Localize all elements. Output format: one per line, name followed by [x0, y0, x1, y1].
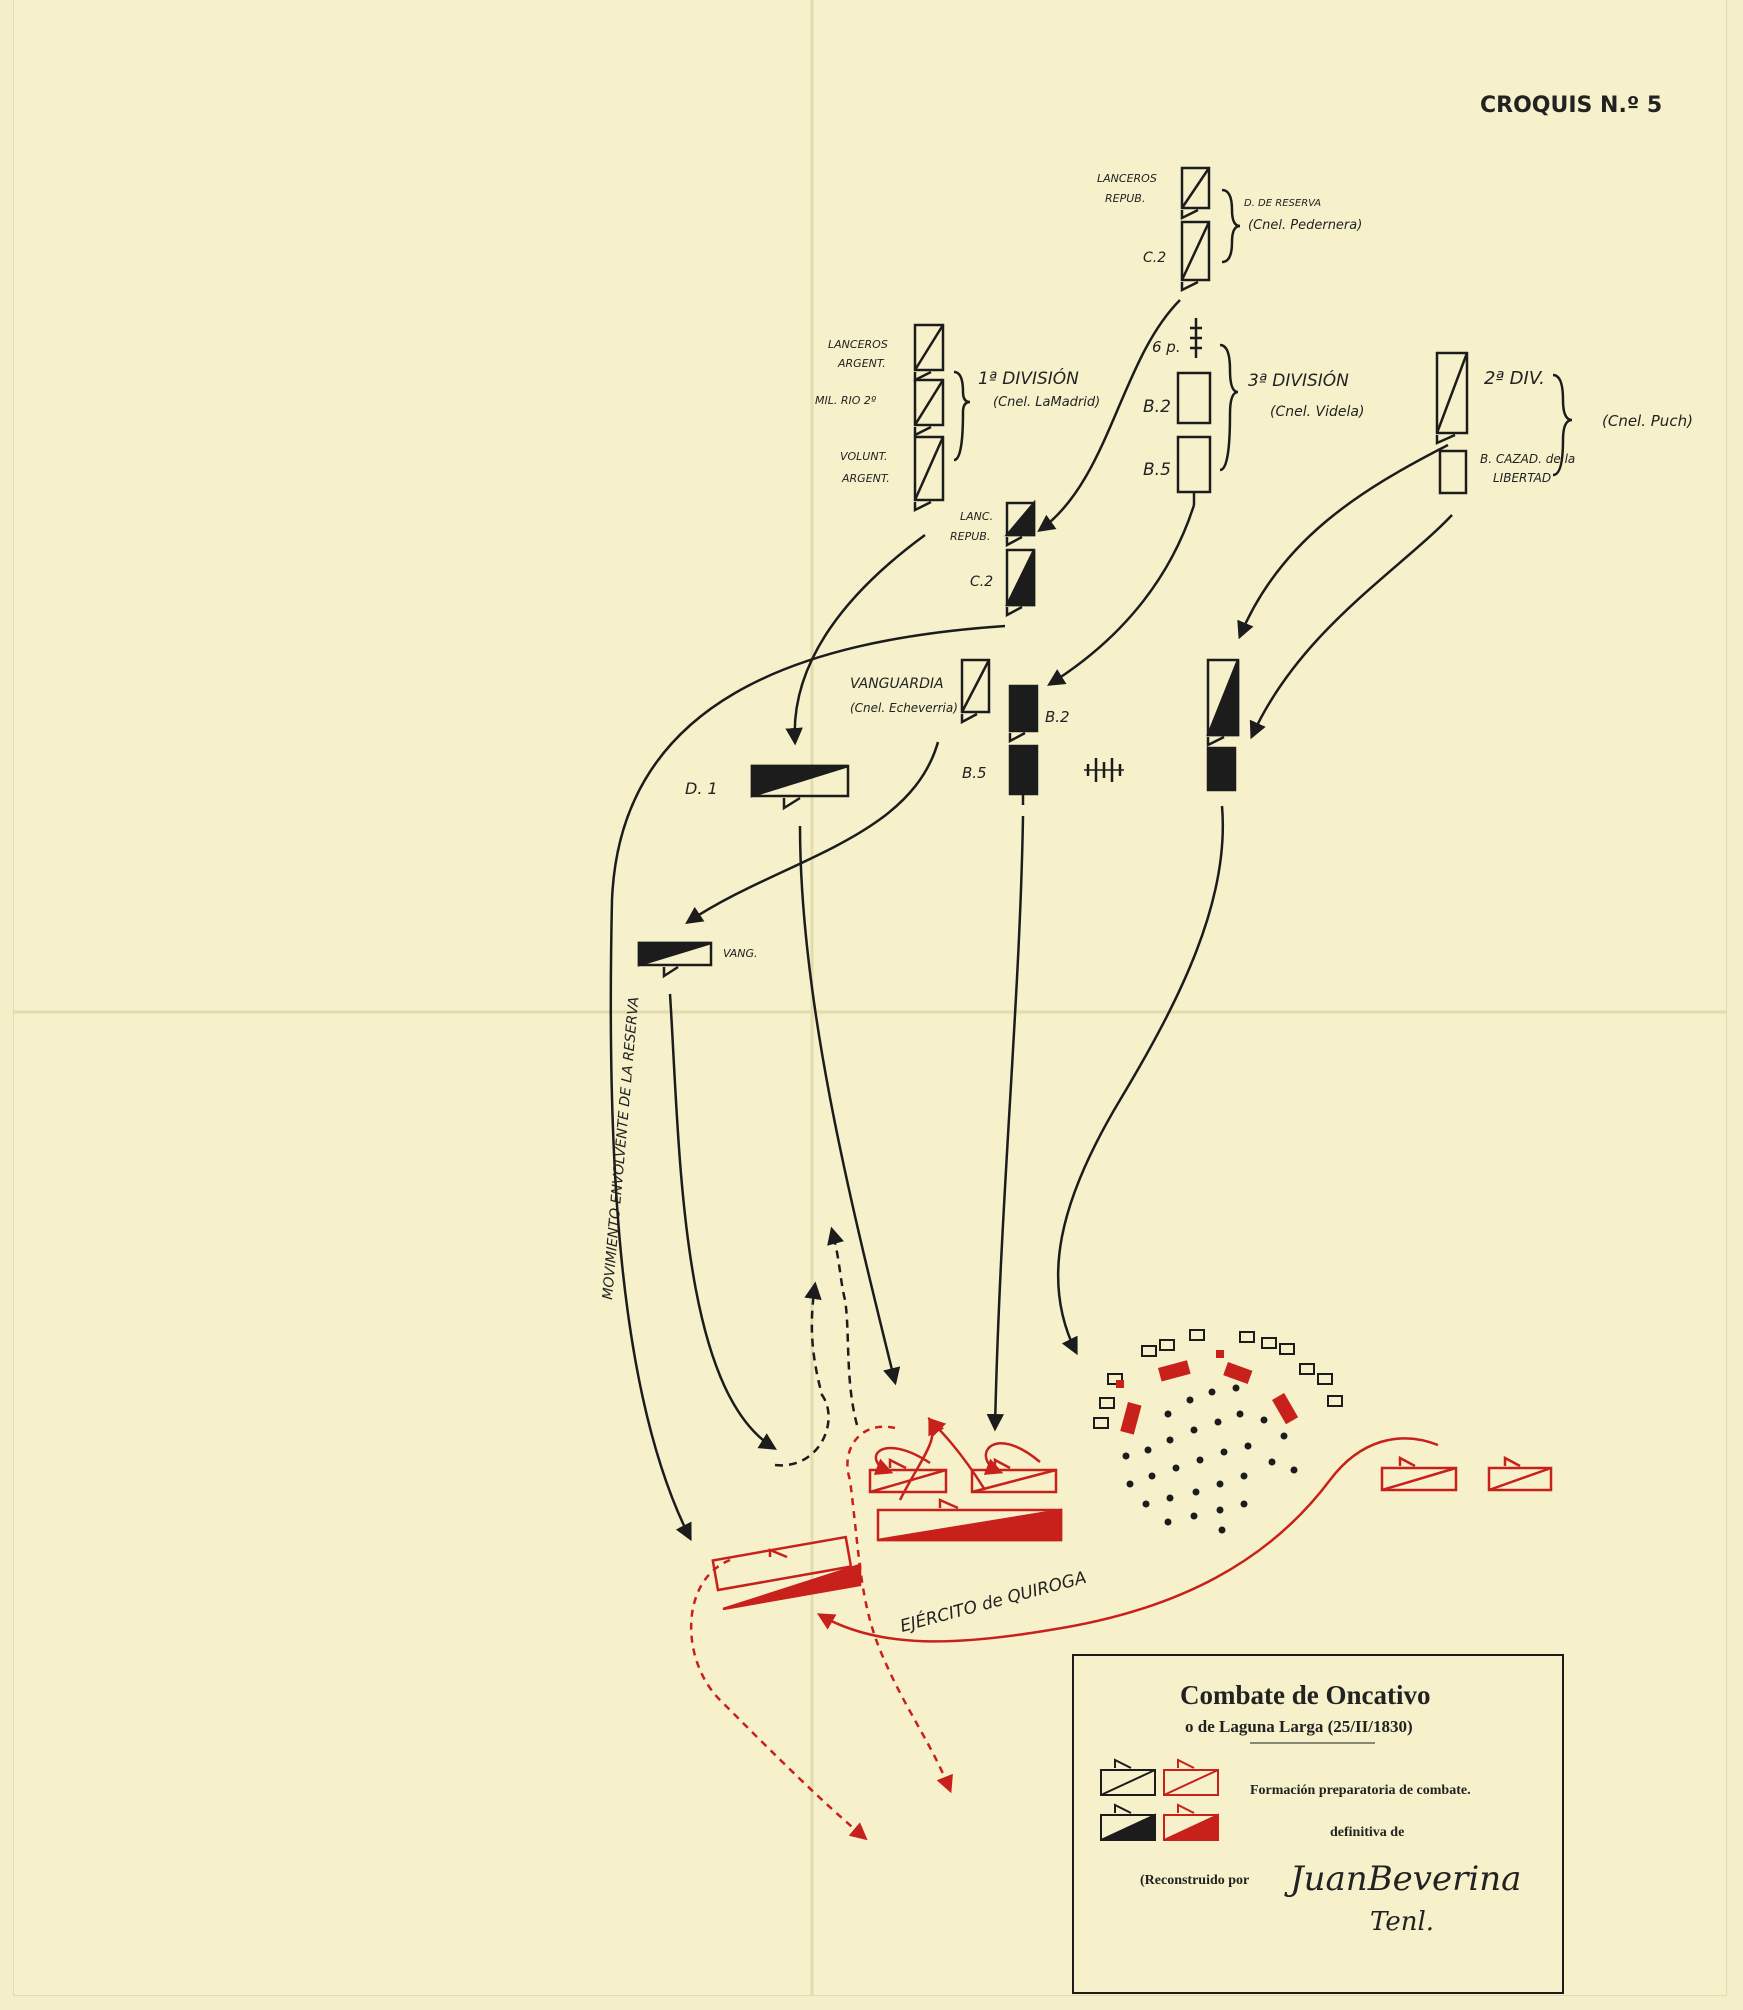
div2-unit-l2: LIBERTAD — [1493, 471, 1551, 485]
div1-commander: (Cnel. LaMadrid) — [993, 395, 1100, 410]
div1-unit-1-l1: LANCEROS — [828, 338, 888, 351]
quiroga-army-units — [711, 1455, 1553, 1611]
reserve-unit-top-l1: LANCEROS — [1097, 172, 1157, 185]
adv-c2: C.2 — [970, 574, 993, 590]
division-1-units — [913, 323, 971, 513]
division-3-units — [1176, 318, 1239, 505]
div3-commander: (Cnel. Videla) — [1270, 404, 1364, 420]
adv-lanc-repub-l2: REPUB. — [950, 530, 990, 543]
camp-dots — [1122, 1384, 1298, 1534]
advance-units — [637, 499, 1240, 979]
enemy-camp — [1093, 1329, 1343, 1534]
div2-unit-l1: B. CAZAD. de la — [1480, 452, 1575, 466]
div1-name: 1ª DIVISIÓN — [978, 367, 1079, 389]
div1-unit-3-l2: ARGENT. — [841, 472, 890, 485]
div3-unit-6p: 6 p. — [1152, 338, 1181, 356]
adv-vang: VANG. — [723, 947, 758, 960]
reserve-unit-bottom: C.2 — [1143, 250, 1166, 266]
legend-signature-rank: Tenl. — [1370, 1907, 1434, 1937]
div1-unit-3-l1: VOLUNT. — [840, 450, 888, 463]
reserve-commander: (Cnel. Pedernera) — [1248, 218, 1362, 233]
adv-vanguard: VANGUARDIA — [850, 676, 944, 692]
red-camp-units — [1116, 1350, 1299, 1435]
legend-symbols — [1100, 1758, 1219, 1841]
adv-b5: B.5 — [962, 764, 987, 782]
div2-commander: (Cnel. Puch) — [1602, 412, 1693, 430]
adv-lanc-repub-l1: LANC. — [960, 510, 993, 523]
cart-ring — [1093, 1329, 1343, 1429]
map-sheet — [14, 0, 1726, 1995]
div3-unit-b5: B.5 — [1143, 460, 1171, 480]
div1-unit-1-l2: ARGENT. — [837, 357, 886, 370]
adv-vanguard-commander: (Cnel. Echeverria) — [850, 701, 958, 715]
div3-unit-b2: B.2 — [1143, 397, 1171, 417]
adv-d1: D. 1 — [685, 779, 718, 798]
dashed-black-lines — [774, 1226, 859, 1467]
reserve-unit-top-l2: REPUB. — [1105, 192, 1145, 205]
red-dashed-retreat — [690, 1425, 953, 1841]
legend-reconstructed: (Reconstruido por — [1140, 1873, 1249, 1888]
legend-row1: Formación preparatoria de combate. — [1250, 1783, 1471, 1798]
legend-signature: JuanBeverina — [1284, 1859, 1521, 1899]
legend-box — [1072, 1654, 1564, 1994]
legend-subtitle: o de Laguna Larga (25/II/1830) — [1185, 1717, 1413, 1736]
legend-row2: definitiva de — [1330, 1825, 1404, 1840]
div1-unit-2-l1: MIL. RIO 2º — [815, 394, 877, 407]
black-movement-arrows — [609, 299, 1453, 1542]
red-movement-arrows — [816, 1416, 1439, 1643]
adv-b2: B.2 — [1045, 708, 1070, 726]
reserve-name: D. DE RESERVA — [1244, 198, 1321, 209]
reserve-division — [1180, 166, 1241, 293]
division-2-units — [1435, 351, 1573, 495]
sheet-label: CROQUIS N.º 5 — [1480, 93, 1662, 118]
enemy-army-label: EJÉRCITO de QUIROGA — [898, 1566, 1089, 1637]
div2-name: 2ª DIV. — [1484, 368, 1545, 389]
legend-title: Combate de Oncativo — [1180, 1680, 1430, 1710]
div3-name: 3ª DIVISIÓN — [1248, 369, 1349, 391]
